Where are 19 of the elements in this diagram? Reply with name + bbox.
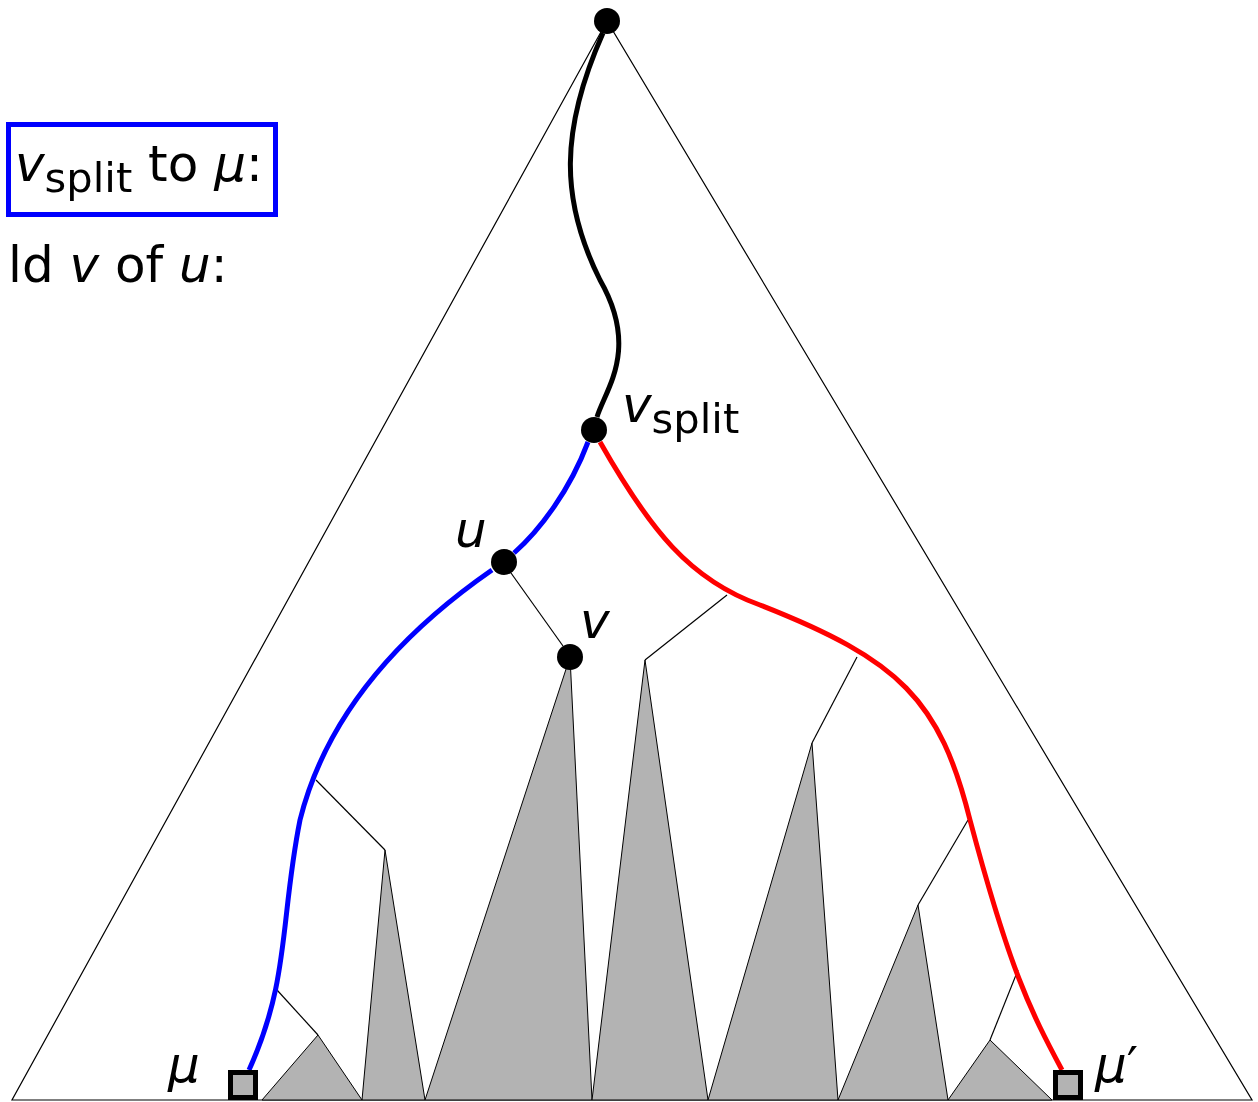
node-label: v — [580, 596, 610, 646]
tree-path — [510, 572, 564, 647]
leaf-square — [1053, 1070, 1083, 1100]
node-label: v$_{split}$ — [622, 380, 740, 440]
node-label: u — [455, 505, 487, 555]
tree-node-dot — [557, 644, 583, 670]
tree-node-dot — [594, 8, 620, 34]
node-label: μ′ — [1095, 1040, 1139, 1090]
heading-text: v$_{split}$ to μ: — [15, 135, 263, 202]
tree-node-dot — [491, 549, 517, 575]
tree-node-dot — [581, 417, 607, 443]
node-label: μ — [168, 1040, 200, 1090]
tree-path — [512, 441, 591, 555]
highlight-frame — [6, 122, 278, 217]
leaf-square — [228, 1070, 258, 1100]
caption-text: ld v of u: — [8, 240, 228, 290]
tree-path — [567, 32, 622, 418]
tree-path — [246, 567, 494, 1071]
tree-path — [597, 440, 1065, 1072]
